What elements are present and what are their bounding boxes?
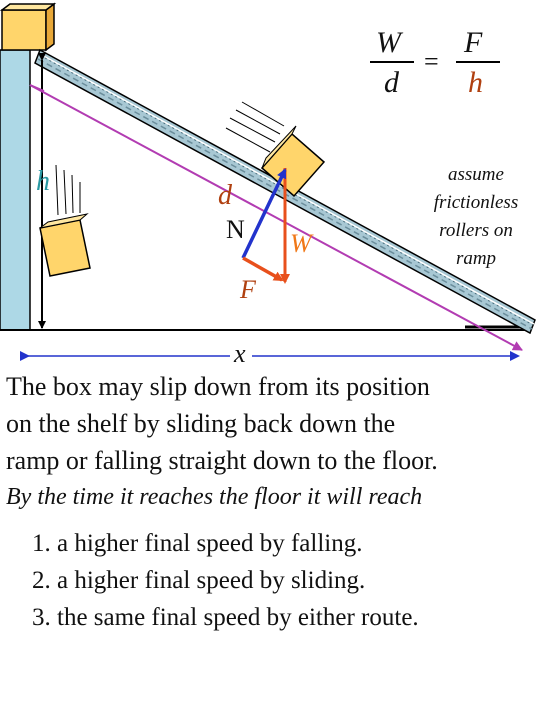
problem-paragraph: The box may slip down from its position … xyxy=(6,368,536,479)
choice-3[interactable]: 3. the same final speed by either route. xyxy=(32,604,419,631)
height-label: h xyxy=(36,166,50,197)
svg-text:ramp: ramp xyxy=(456,248,496,269)
box-on-shelf xyxy=(0,2,57,52)
ramp-length-label: d xyxy=(218,180,233,211)
formula-W: W xyxy=(376,26,404,59)
svg-text:frictionless: frictionless xyxy=(434,192,518,213)
force-vector xyxy=(242,256,284,282)
formula-F: F xyxy=(463,26,483,59)
shelf-wall xyxy=(0,49,31,331)
force-label: F xyxy=(239,275,257,304)
assumption-note: assume frictionless rollers on ramp xyxy=(434,164,518,269)
formula-equals: = xyxy=(424,47,439,76)
falling-box xyxy=(39,164,91,277)
choice-1[interactable]: 1. a higher final speed by falling. xyxy=(32,530,363,557)
normal-label: N xyxy=(226,215,245,244)
svg-text:rollers on: rollers on xyxy=(439,220,513,241)
sliding-box xyxy=(225,101,326,198)
paragraph-line: The box may slip down from its position xyxy=(6,372,430,401)
formula: W d = F h xyxy=(370,26,500,99)
paragraph-line: ramp or falling straight down to the flo… xyxy=(6,446,438,475)
ramp-length-arrow xyxy=(29,84,523,351)
horizontal-distance-label: x xyxy=(233,339,246,368)
choice-2[interactable]: 2. a higher final speed by sliding. xyxy=(32,567,366,594)
formula-h: h xyxy=(468,66,483,99)
question-text: By the time it reaches the floor it will… xyxy=(6,484,423,510)
svg-text:assume: assume xyxy=(448,164,504,185)
paragraph-line: on the shelf by sliding back down the xyxy=(6,409,396,438)
normal-vector xyxy=(241,168,287,259)
formula-d: d xyxy=(384,66,400,99)
weight-label: W xyxy=(290,229,314,258)
